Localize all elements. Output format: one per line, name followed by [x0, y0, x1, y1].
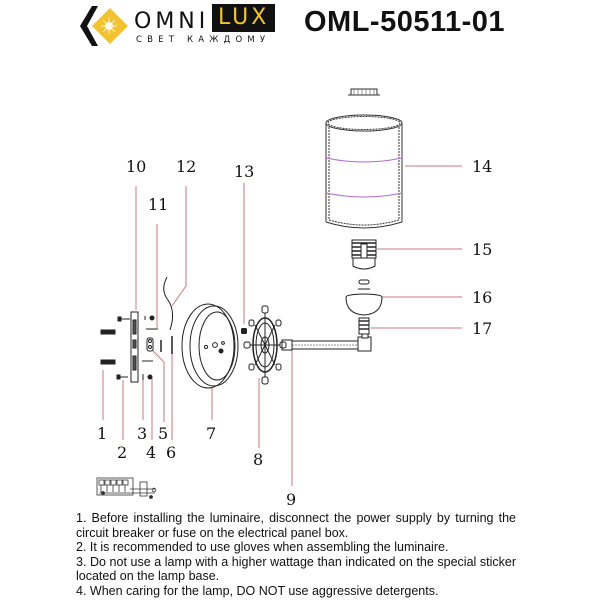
part-label-5: 5 [158, 424, 169, 443]
part-label-7: 7 [206, 424, 217, 443]
ship-wheel-decor-part [243, 305, 287, 385]
shade-cylinder-part [325, 88, 403, 229]
part-label-1: 1 [97, 424, 108, 443]
part-label-17: 17 [472, 319, 493, 338]
part-label-11: 11 [148, 195, 169, 214]
nut-part [241, 328, 247, 334]
arm-tube-part [281, 333, 372, 352]
part-label-15: 15 [472, 240, 493, 259]
exploded-assembly-diagram [96, 88, 462, 499]
part-label-8: 8 [253, 450, 264, 469]
cup-canopy-part [345, 293, 383, 316]
model-number: OML-50511-01 [304, 6, 506, 38]
instruction-4: 4. When caring for the lamp, DO NOT use … [76, 583, 439, 598]
safety-instructions: 1. Before installing the luminaire, disc… [76, 511, 516, 599]
mounting-bracket-part [130, 311, 139, 383]
brand-name-omni: OMNI [134, 9, 210, 34]
part-label-12: 12 [176, 157, 197, 176]
ring-nut-part [358, 279, 370, 290]
terminal-block-wiring-icon [96, 477, 157, 499]
brand-name-lux: LUX [212, 4, 276, 32]
lamp-socket-part [351, 239, 377, 270]
wall-base-disc-part [181, 303, 239, 389]
part-label-14: 14 [472, 157, 493, 176]
leader-lines [102, 165, 462, 486]
part-label-3: 3 [137, 424, 148, 443]
instruction-1: 1. Before installing the luminaire, disc… [76, 511, 516, 540]
part-label-6: 6 [166, 443, 177, 462]
part-label-10: 10 [126, 157, 147, 176]
instruction-3: 3. Do not use a lamp with a higher watta… [76, 554, 516, 584]
small-fasteners [100, 315, 173, 380]
part-label-9: 9 [286, 490, 297, 509]
part-label-16: 16 [472, 288, 493, 307]
omnilux-logo-icon [78, 4, 130, 48]
instruction-2: 2. It is recommended to use gloves when … [76, 540, 449, 555]
part-label-13: 13 [234, 162, 255, 181]
threaded-tube-part [358, 317, 370, 335]
power-wire-part [163, 276, 174, 331]
part-label-2: 2 [117, 443, 128, 462]
part-label-4: 4 [146, 443, 157, 462]
brand-tagline: СВЕТ КАЖДОМУ [136, 35, 271, 45]
